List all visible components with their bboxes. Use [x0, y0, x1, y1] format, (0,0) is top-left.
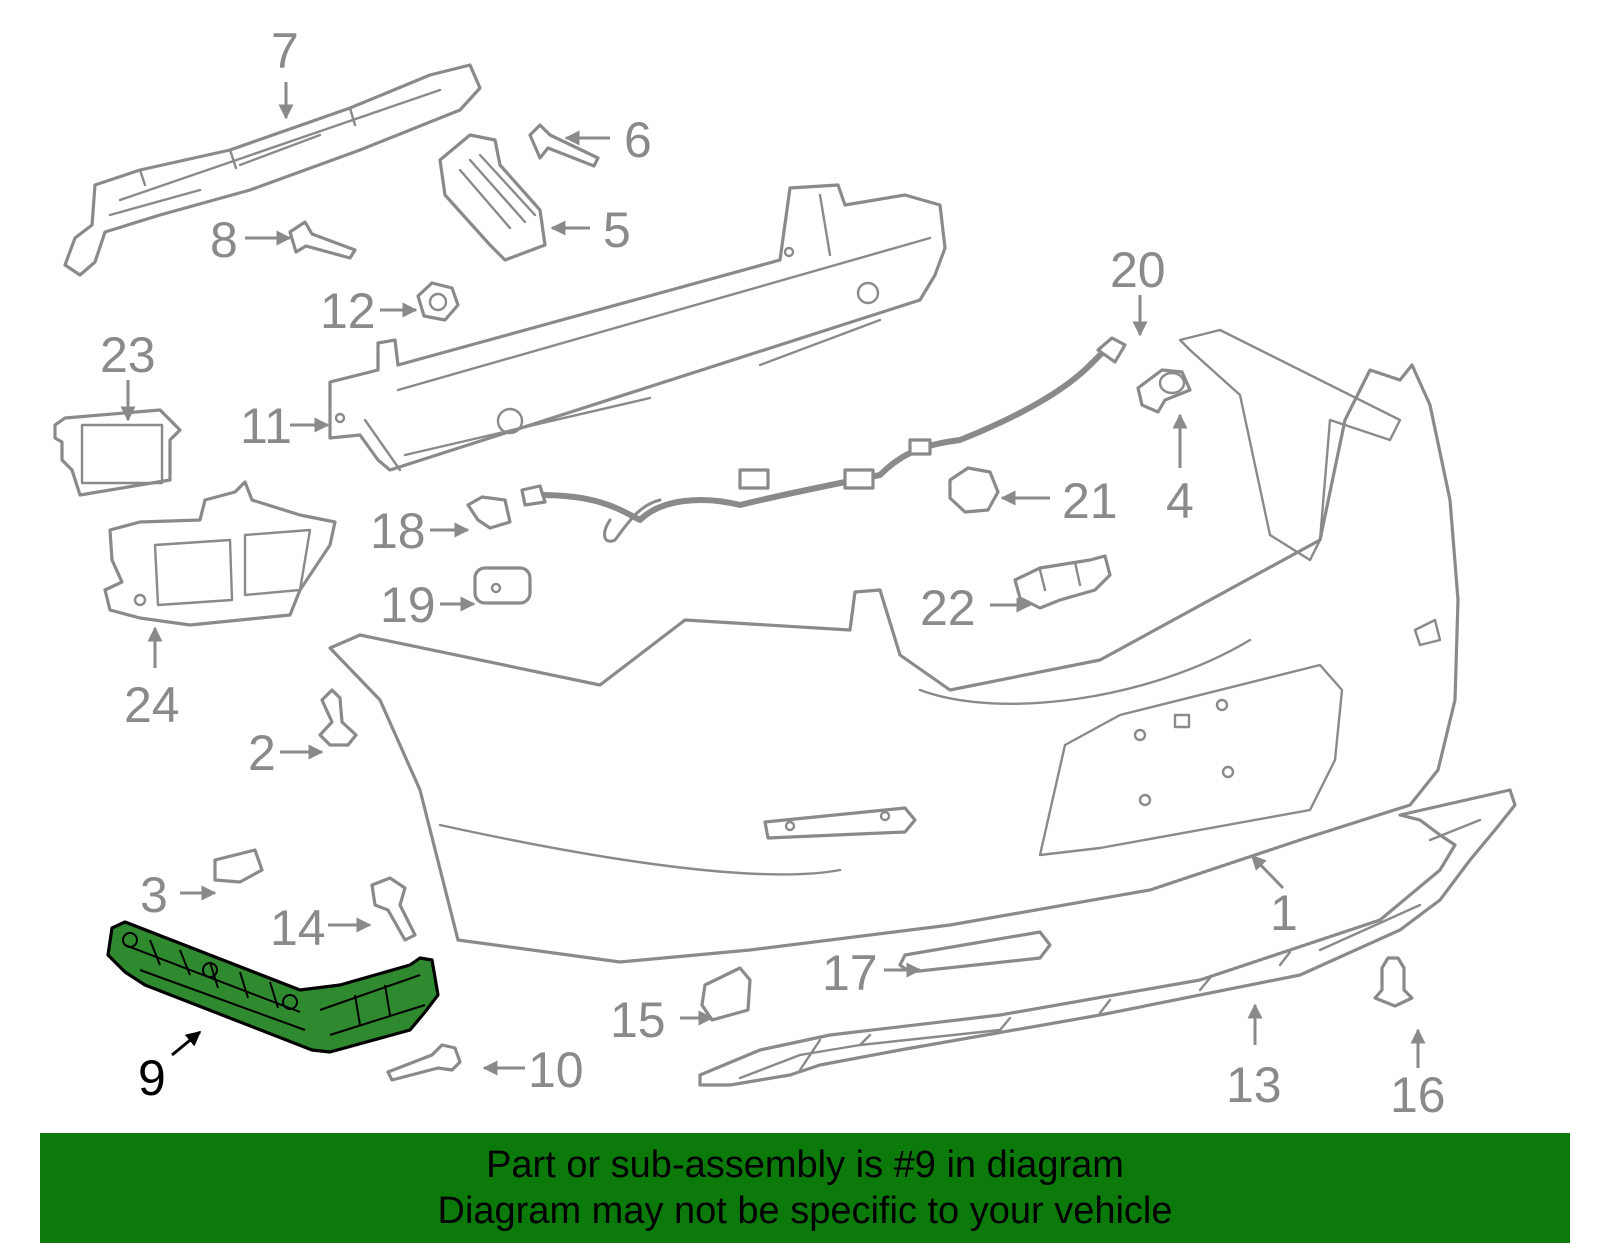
callout-15: 15 — [610, 992, 666, 1048]
part-18-clip[interactable] — [466, 495, 512, 530]
callout-12: 12 — [320, 283, 376, 339]
part-20-wiring-harness[interactable] — [520, 336, 1127, 543]
callout-3: 3 — [140, 867, 168, 923]
part-1-bumper-cover[interactable] — [328, 328, 1460, 964]
part-19-sensor[interactable] — [473, 566, 532, 605]
part-7-bracket[interactable] — [63, 63, 482, 277]
callout-19: 19 — [380, 577, 436, 633]
callout-24: 24 — [124, 677, 180, 733]
callout-20: 20 — [1110, 242, 1166, 298]
callout-23: 23 — [100, 327, 156, 383]
part-22-sensor-bracket[interactable] — [1013, 554, 1112, 610]
part-23-module[interactable] — [53, 408, 182, 497]
callout-7: 7 — [271, 23, 299, 79]
part-6-push-pin[interactable] — [528, 123, 600, 168]
part-2-bolt[interactable] — [318, 688, 358, 747]
part-21-grommet[interactable] — [948, 466, 1000, 514]
part-17-reflector[interactable] — [898, 930, 1052, 974]
part-12-nut[interactable] — [416, 281, 460, 322]
callout-4: 4 — [1166, 473, 1194, 529]
part-10-push-pin[interactable] — [386, 1043, 462, 1082]
callout-8: 8 — [210, 212, 238, 268]
callout-10: 10 — [528, 1042, 584, 1098]
part-9-bracket-highlighted[interactable] — [106, 920, 440, 1054]
part-24-bracket[interactable] — [103, 480, 337, 627]
callout-16: 16 — [1390, 1067, 1446, 1123]
callout-17: 17 — [822, 945, 878, 1001]
callout-18: 18 — [370, 503, 426, 559]
callout-11: 11 — [240, 398, 292, 454]
part-8-push-pin[interactable] — [288, 220, 357, 260]
callout-labels: 7 6 5 8 12 23 11 20 4 21 18 19 22 24 2 3… — [100, 23, 1446, 1123]
part-3-clip[interactable] — [213, 848, 264, 884]
leader-lines — [120, 82, 1426, 1076]
banner-line-1: Part or sub-assembly is #9 in diagram — [486, 1144, 1124, 1186]
banner-line-2: Diagram may not be specific to your vehi… — [437, 1190, 1173, 1232]
callout-1: 1 — [1270, 885, 1298, 941]
part-16-push-retainer[interactable] — [1373, 956, 1414, 1008]
part-5-bracket[interactable] — [438, 133, 547, 262]
part-14-screw[interactable] — [370, 876, 417, 942]
callout-6: 6 — [624, 112, 652, 168]
callout-13: 13 — [1226, 1057, 1282, 1113]
part-15-clip[interactable] — [700, 966, 752, 1022]
callout-2: 2 — [248, 725, 276, 781]
callout-5: 5 — [603, 202, 631, 258]
callout-22: 22 — [920, 580, 976, 636]
part-4-sensor[interactable] — [1136, 368, 1192, 414]
part-11-reinforcement[interactable] — [328, 183, 947, 472]
callout-14: 14 — [270, 900, 326, 956]
callout-9: 9 — [138, 1050, 166, 1106]
part-13-valance[interactable] — [698, 788, 1517, 1087]
callout-21: 21 — [1062, 473, 1118, 529]
info-banner: Part or sub-assembly is #9 in diagram Di… — [40, 1133, 1570, 1243]
